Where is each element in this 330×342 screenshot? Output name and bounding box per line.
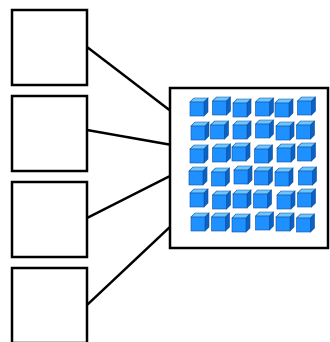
cube-icon bbox=[296, 142, 317, 162]
cube-icon bbox=[232, 120, 252, 140]
left-box-1 bbox=[10, 8, 89, 87]
cube-icon bbox=[276, 190, 296, 210]
connector-line-1 bbox=[85, 45, 174, 114]
cube-icon bbox=[232, 98, 252, 118]
cube-icon bbox=[211, 190, 232, 210]
connector-lines bbox=[85, 45, 174, 307]
cube-icon bbox=[275, 121, 295, 141]
cube-icon bbox=[190, 212, 210, 232]
cube-icon bbox=[232, 189, 252, 209]
cube-icon bbox=[296, 96, 317, 116]
left-box-column bbox=[10, 8, 89, 342]
cube-icon bbox=[276, 143, 296, 163]
cube-icon bbox=[189, 144, 209, 164]
left-box-3 bbox=[10, 180, 89, 259]
connector-line-3 bbox=[85, 173, 174, 220]
cube-icon bbox=[253, 166, 274, 186]
connector-line-2 bbox=[85, 128, 174, 147]
cube-icon bbox=[190, 121, 210, 141]
connector-line-4 bbox=[85, 223, 174, 307]
cube-icon bbox=[209, 120, 230, 140]
cube-icon bbox=[274, 98, 294, 118]
left-box-2 bbox=[10, 94, 89, 173]
target-box bbox=[168, 86, 330, 250]
cube-icon bbox=[189, 188, 209, 208]
cube-icon bbox=[253, 144, 274, 164]
cube-icon bbox=[233, 165, 253, 185]
cube-icon bbox=[254, 211, 275, 231]
cube-icon bbox=[295, 213, 316, 233]
left-box-4 bbox=[10, 266, 89, 342]
cube-icon bbox=[254, 119, 275, 139]
cube-icon bbox=[297, 166, 318, 186]
cube-icon bbox=[296, 188, 317, 208]
cube-icon bbox=[211, 143, 232, 163]
cube-icon bbox=[231, 213, 251, 233]
cube-icon bbox=[188, 166, 208, 186]
cube-icon bbox=[211, 96, 232, 116]
cube-icon bbox=[254, 97, 275, 117]
cube-icon bbox=[295, 120, 316, 140]
cube-icon bbox=[210, 212, 231, 232]
cube-icon bbox=[274, 167, 294, 187]
cube-icon bbox=[252, 189, 273, 209]
cube-icon bbox=[189, 97, 209, 117]
cube-icon bbox=[275, 212, 295, 232]
cube-icon bbox=[231, 142, 251, 162]
cube-icon bbox=[210, 167, 231, 187]
